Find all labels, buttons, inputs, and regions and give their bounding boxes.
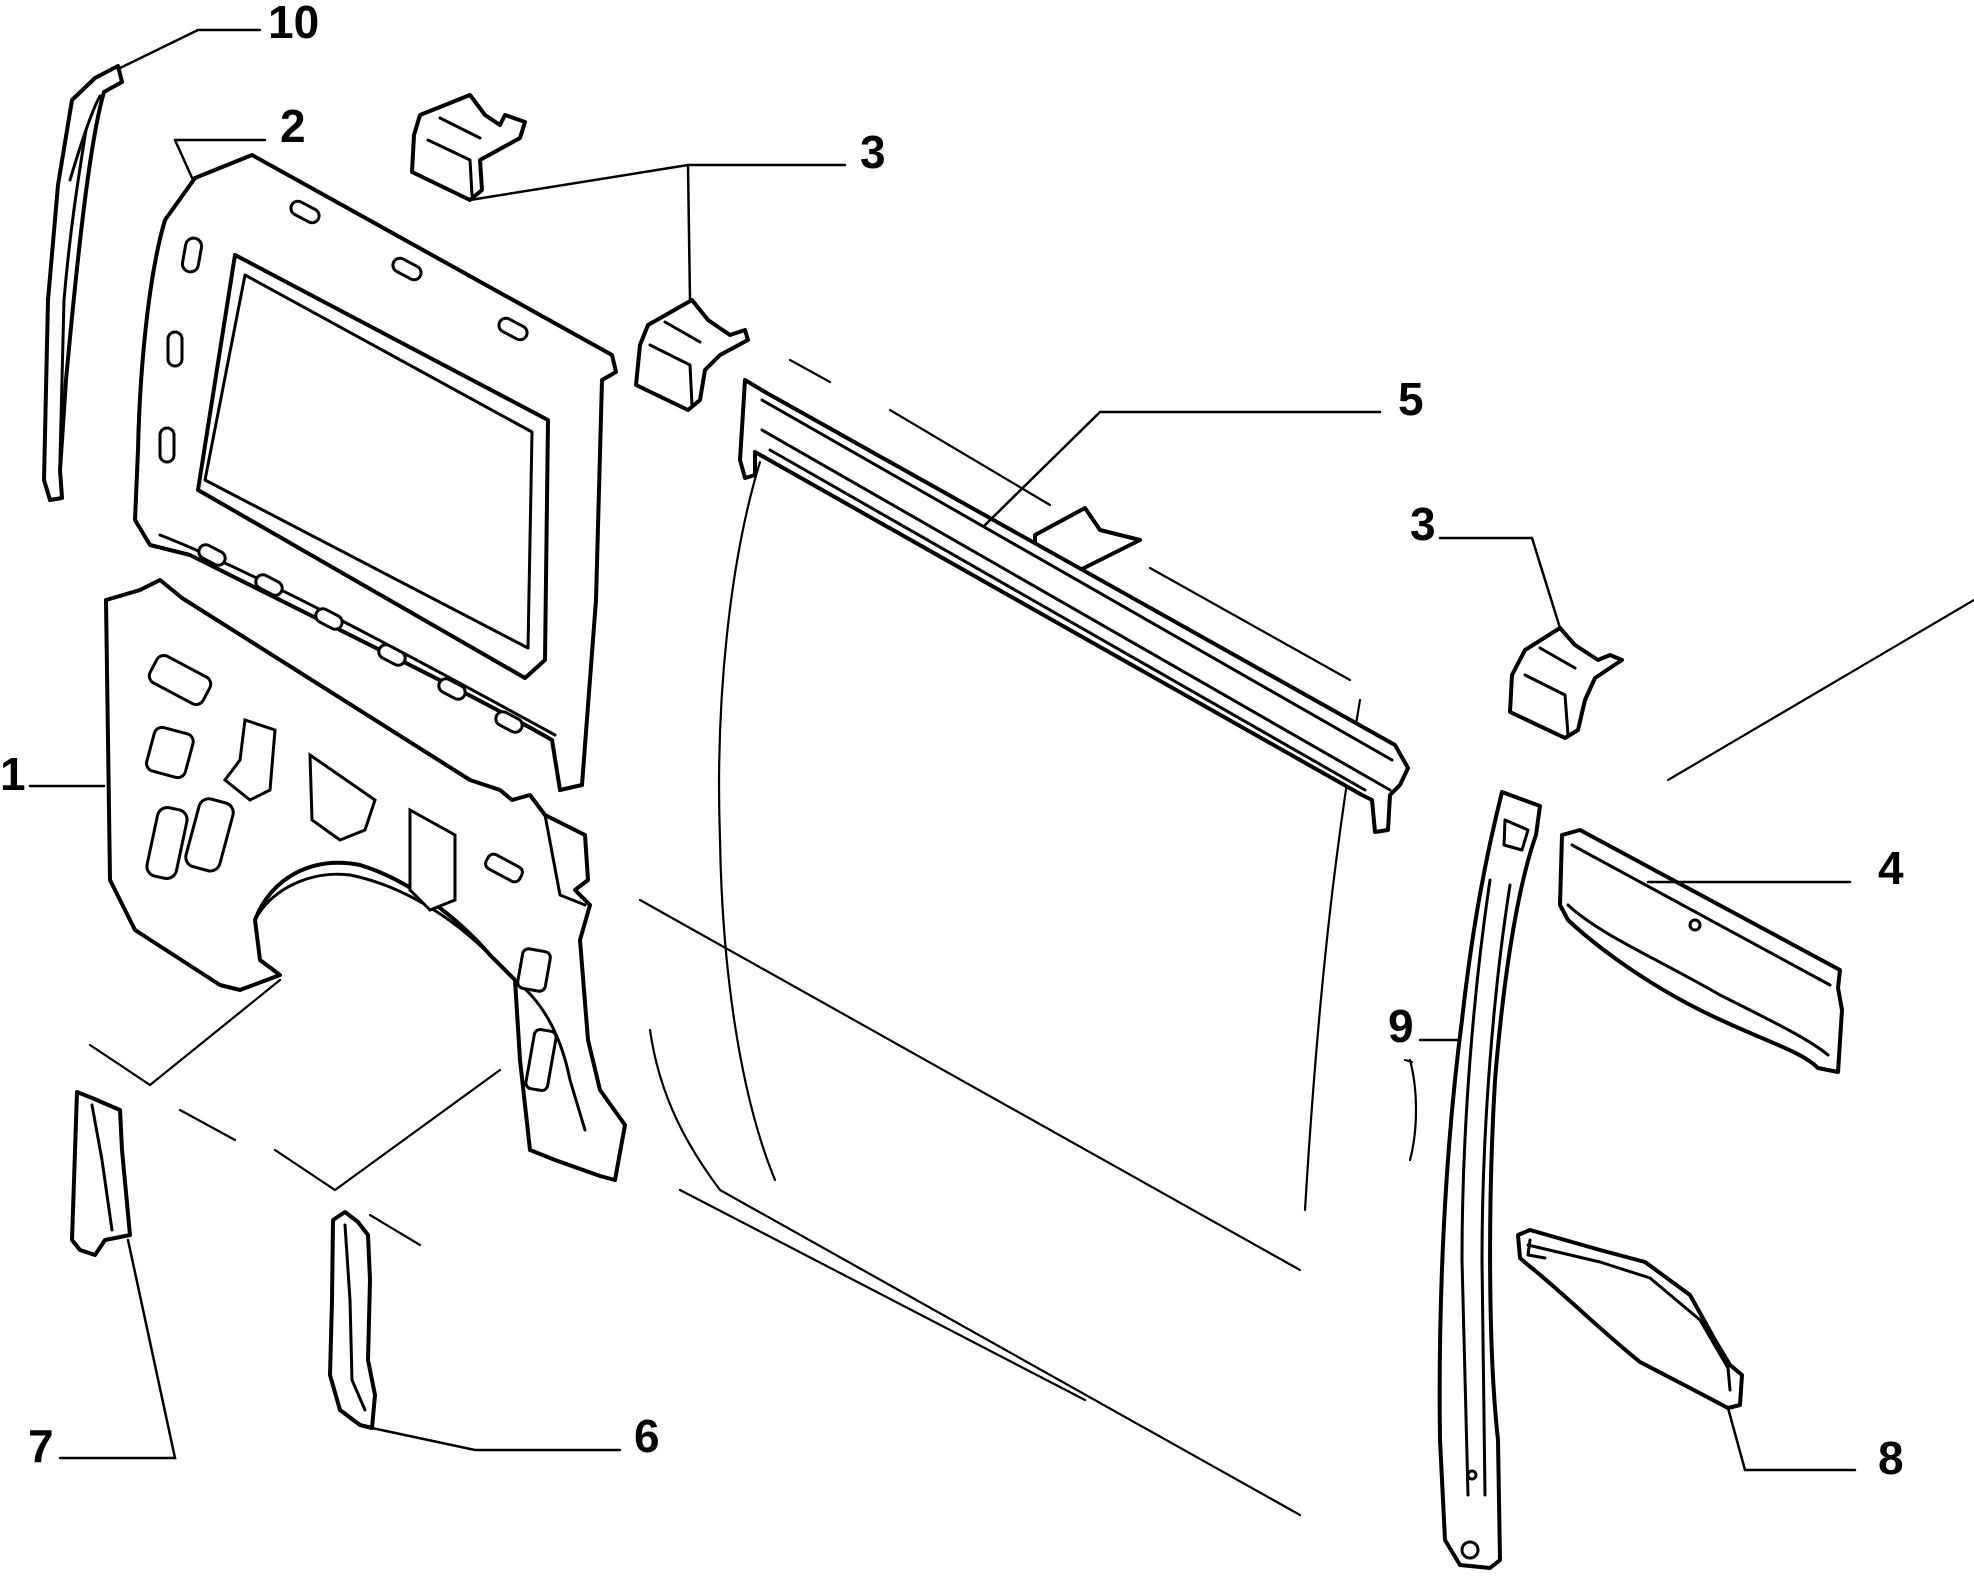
callout-1: 1 <box>0 748 26 800</box>
leader-8 <box>1726 1406 1857 1472</box>
callout-8: 8 <box>1878 1432 1904 1484</box>
leader-3a-branch1 <box>468 163 690 202</box>
callout-2: 2 <box>280 100 306 152</box>
part-1-lower-panel <box>104 578 627 1182</box>
leader-3a-branch2 <box>686 163 692 302</box>
part-3-bracket-middle <box>634 298 750 412</box>
callout-6: 6 <box>634 1410 660 1462</box>
callout-7: 7 <box>28 1420 54 1472</box>
part-10-pillar-trim <box>42 64 124 502</box>
leader-7 <box>58 1238 177 1460</box>
part-7-gusset <box>70 1090 132 1257</box>
callout-labels: 10 2 3 5 3 1 4 9 7 6 8 <box>0 0 1904 1484</box>
part-4-cross-member <box>1558 828 1844 1074</box>
leader-5 <box>983 410 1382 527</box>
callout-9: 9 <box>1388 1000 1414 1052</box>
part-9-pillar <box>1437 790 1542 1570</box>
leader-2-branch <box>173 138 195 182</box>
callout-3b: 3 <box>1410 498 1436 550</box>
callout-5: 5 <box>1398 373 1424 425</box>
part-8-lower-reinforcement <box>1516 1228 1744 1410</box>
callout-4: 4 <box>1878 842 1904 894</box>
part-6-gusset <box>328 1210 377 1430</box>
part-2-upper-panel <box>133 153 618 792</box>
callout-10: 10 <box>268 0 319 48</box>
part-3-bracket-right <box>1508 626 1624 740</box>
callout-3a: 3 <box>860 126 886 178</box>
part-5-roof-rail <box>738 378 1410 834</box>
leader-6 <box>370 1426 622 1452</box>
van-side-ghost-outline <box>88 358 1974 1517</box>
leader-3b <box>1438 536 1562 630</box>
part-3-bracket-top <box>410 93 527 202</box>
leader-10 <box>118 28 262 70</box>
leader-lines <box>28 28 1857 1472</box>
